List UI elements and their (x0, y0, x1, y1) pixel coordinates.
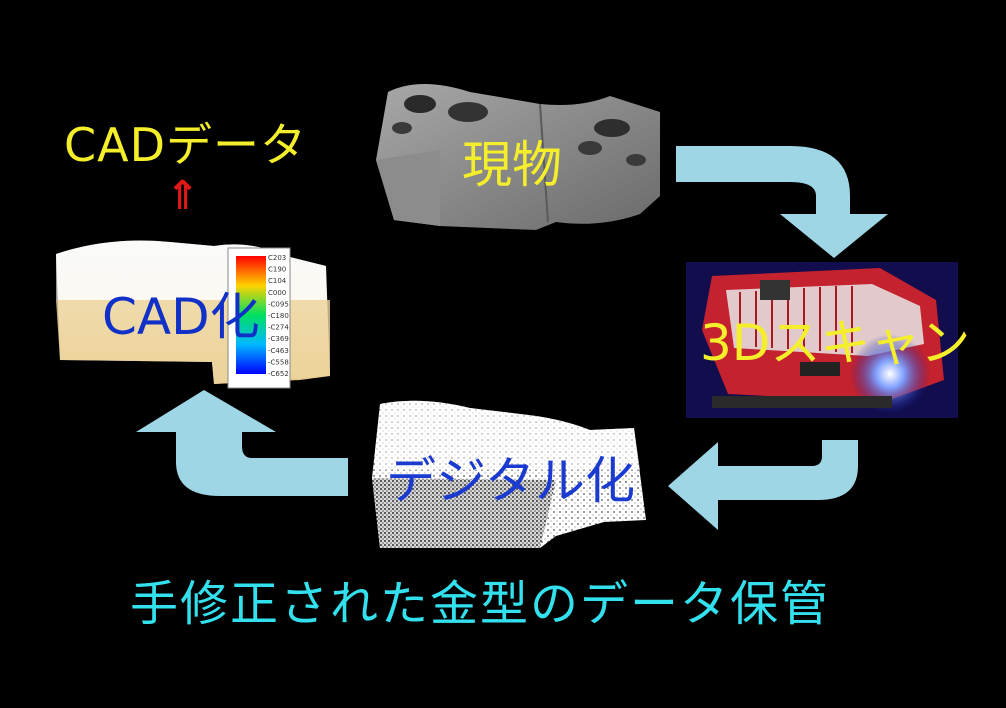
arrow-to-scan (676, 146, 888, 258)
legend-tick-label: C190 (268, 266, 286, 274)
legend-tick-label: -C652 (268, 370, 289, 378)
caption: 手修正された金型のデータ保管 (130, 576, 831, 632)
point-cloud-image (372, 400, 646, 548)
scanner-image (686, 262, 958, 418)
legend-tick-label: -C558 (268, 358, 289, 366)
up-arrow-icon: ⇑ (166, 173, 200, 219)
arrow-to-cad (136, 390, 348, 496)
legend-tick-label: -C095 (268, 300, 289, 308)
legend-tick-label: -C180 (268, 312, 289, 320)
legend-tick-label: -C274 (268, 324, 289, 332)
cad-model-image (56, 240, 330, 389)
cad-conversion-label: CAD化 (102, 288, 260, 346)
legend-tick-label: -C369 (268, 335, 289, 343)
arrow-to-digital (668, 440, 858, 530)
digitization-label: デジタル化 (386, 452, 635, 510)
scan-label: 3Dスキャン (700, 314, 971, 372)
legend-tick-label: -C463 (268, 347, 289, 355)
cad-data-label: CADデータ (64, 118, 308, 172)
legend-tick-label: C104 (268, 277, 287, 285)
legend-tick-label: C000 (268, 289, 286, 297)
legend-tick-label: C203 (268, 254, 286, 262)
physical-label: 現物 (462, 136, 562, 194)
physical-part-image (376, 84, 660, 230)
